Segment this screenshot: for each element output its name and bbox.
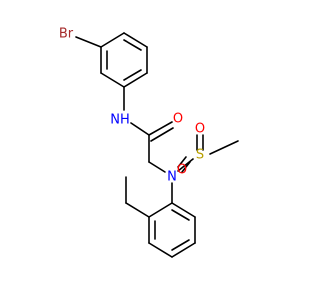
bond [148,242,173,258]
sulfonyl-oxygen-bottom-label: O [177,163,187,178]
bond-n-s [177,158,194,172]
bond [171,242,196,258]
ethyl-bond [125,202,150,218]
bond [123,72,148,88]
bond [123,32,148,48]
carbonyl-bond [148,121,173,136]
bond [100,32,125,48]
molecule-drawing: Br NH O N S O O [59,27,239,258]
double-bond [171,239,190,251]
structure-canvas: Br NH O N S O O [58,26,239,258]
sulfonyl-bond [177,156,187,168]
bond-ch2-n [148,161,166,173]
carbonyl-bond [150,127,174,142]
double-bond [123,69,142,81]
sulfonyl-bond [181,161,191,173]
double-bond [171,209,190,221]
sulfur-atom-label: S [196,148,204,163]
bond [171,202,196,218]
bond [100,72,125,88]
amide-nh-label: NH [110,113,130,128]
bromophenyl-ring [100,32,148,88]
bond-c-br [75,36,102,48]
sulfonamide-nitrogen-label: N [167,170,177,185]
double-bond [123,39,142,51]
ethylphenyl-ring [148,202,196,258]
sulfonyl-oxygen-top-label: O [195,122,205,137]
carbonyl-oxygen-label: O [173,112,183,127]
bond-s-ch3 [209,140,239,155]
bond-nh-c [130,122,150,136]
bond [148,202,173,218]
bromine-atom-label: Br [59,27,74,42]
